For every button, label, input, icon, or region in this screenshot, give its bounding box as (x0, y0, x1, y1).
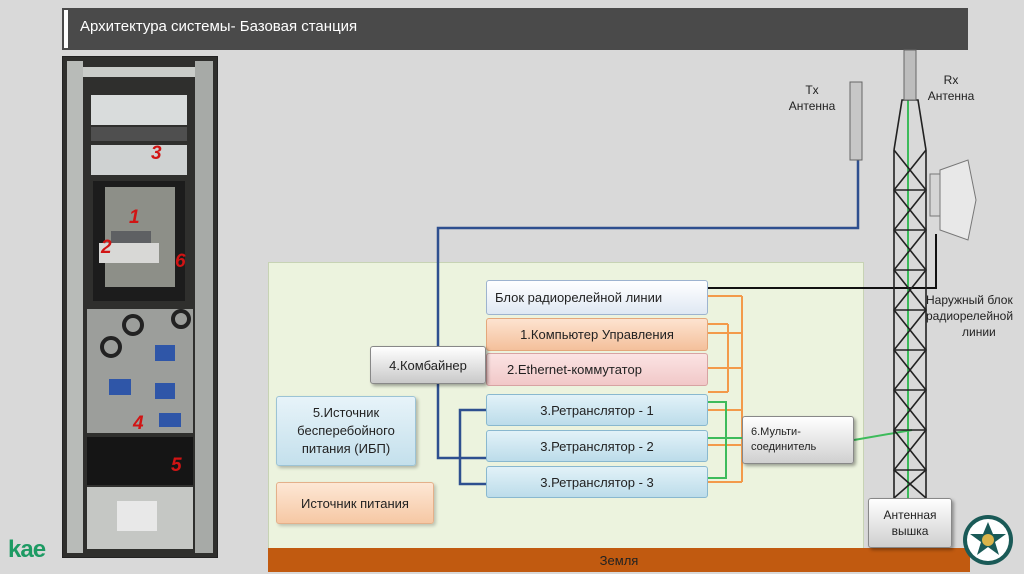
ground-bar (268, 548, 970, 572)
kae-logo: kae (8, 536, 46, 563)
repeater-3-block: 3.Ретранслятор - 3 (486, 466, 708, 498)
rack-illustration (63, 57, 217, 557)
antenna-tower (892, 99, 928, 499)
equipment-rack-photo: 3 1 2 6 4 5 (62, 56, 218, 558)
dish-antenna (929, 159, 977, 241)
power-supply-block: Источник питания (276, 482, 434, 524)
orange-bus (708, 295, 743, 483)
photo-label-3: 3 (151, 143, 162, 164)
radio-link-line (708, 234, 937, 289)
repeater-1-block: 3.Ретранслятор - 1 (486, 394, 708, 426)
blue-line-to-repeater-2 (436, 384, 486, 460)
blue-line-to-tx (436, 160, 860, 365)
combiner-block: 4.Комбайнер (370, 346, 486, 384)
rx-antenna (903, 49, 917, 101)
photo-label-2: 2 (101, 237, 112, 258)
tx-antenna (849, 81, 863, 161)
blue-line-to-repeater-3 (458, 458, 486, 486)
tx-antenna-label: Tx Антенна (788, 83, 836, 113)
photo-label-5: 5 (171, 455, 182, 476)
ethernet-switch-block: 2.Ethernet-коммутатор (486, 353, 708, 386)
repeater-2-block: 3.Ретранслятор - 2 (486, 430, 708, 462)
photo-label-6: 6 (175, 251, 186, 272)
photo-label-1: 1 (129, 207, 140, 228)
title-bar (62, 8, 968, 50)
title-accent (64, 10, 68, 48)
rx-antenna-label: Rx Антенна (927, 73, 975, 103)
ground-label: Земля (599, 553, 639, 568)
multicoupler-block: 6.Мульти- соединитель (742, 416, 854, 464)
antenna-tower-block: Антенная вышка (868, 498, 952, 548)
outdoor-unit-label: Наружный блок радиорелейной линии (926, 293, 1014, 339)
control-computer-block: 1.Компьютер Управления (486, 318, 708, 351)
emblem-icon (963, 515, 1013, 565)
radio-relay-block: Блок радиорелейной линии (486, 280, 708, 315)
page-title: Архитектура системы- Базовая станция (80, 18, 358, 35)
photo-label-4: 4 (133, 413, 144, 434)
blue-line-to-repeater-1 (458, 408, 486, 458)
ups-block: 5.Источник бесперебойного питания (ИБП) (276, 396, 416, 466)
